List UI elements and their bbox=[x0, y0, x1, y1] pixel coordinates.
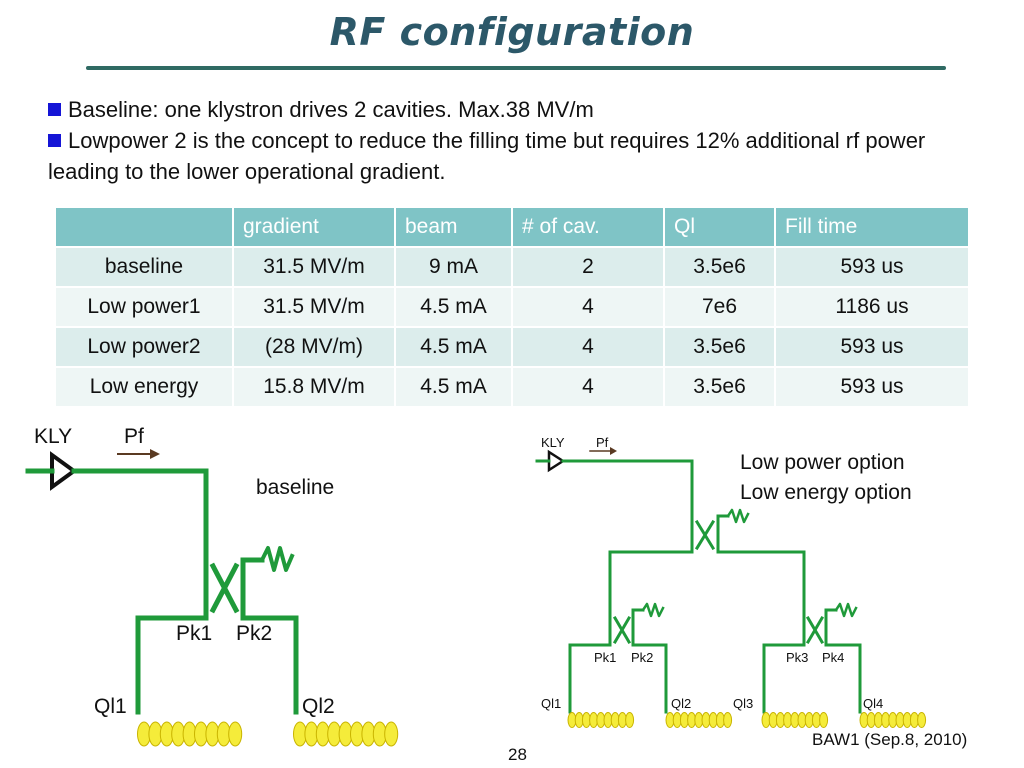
pk3-label: Pk3 bbox=[786, 650, 809, 665]
pk2-label: Pk2 bbox=[631, 650, 654, 665]
table-cell: 4 bbox=[513, 288, 663, 326]
rf-load-icon bbox=[641, 602, 665, 618]
cavity-cell bbox=[819, 712, 829, 728]
square-bullet-icon bbox=[48, 103, 61, 116]
table-cell: 3.5e6 bbox=[665, 368, 774, 406]
slide-title: RF configuration bbox=[329, 10, 695, 54]
table-cell: 4 bbox=[513, 368, 663, 406]
title-underline bbox=[86, 66, 946, 70]
table-cell: 31.5 MV/m bbox=[234, 288, 394, 326]
rf-load-icon bbox=[834, 602, 858, 618]
cavity-cell bbox=[917, 712, 927, 728]
table-cell: 593 us bbox=[776, 328, 968, 366]
table-cell: Low power2 bbox=[56, 328, 232, 366]
pk1-label: Pk1 bbox=[176, 622, 213, 645]
cavity-strings bbox=[137, 712, 927, 747]
ql1-label: Ql1 bbox=[94, 695, 127, 718]
rf-config-table: gradient beam # of cav. Ql Fill time bas… bbox=[54, 206, 970, 408]
baseline-caption: baseline bbox=[256, 476, 335, 499]
table-cell: 7e6 bbox=[665, 288, 774, 326]
table-cell: baseline bbox=[56, 248, 232, 286]
klystron-icon bbox=[547, 449, 566, 473]
pk4-label: Pk4 bbox=[822, 650, 845, 665]
pf-arrow-head-icon bbox=[610, 447, 617, 455]
hybrid-coupler-icon bbox=[612, 615, 632, 645]
pk1-label: Pk1 bbox=[594, 650, 617, 665]
table-cell: 9 mA bbox=[396, 248, 511, 286]
table-cell: Low power1 bbox=[56, 288, 232, 326]
rf-load-icon bbox=[726, 508, 750, 524]
table-cell: 4.5 mA bbox=[396, 368, 511, 406]
klystron-icon bbox=[50, 451, 78, 491]
table-row: Low energy 15.8 MV/m 4.5 mA 4 3.5e6 593 … bbox=[56, 368, 968, 406]
cavity-cell bbox=[384, 721, 399, 747]
table-header-cell: Ql bbox=[665, 208, 774, 246]
table-header-cell: gradient bbox=[234, 208, 394, 246]
low-power-caption: Low power option bbox=[740, 451, 905, 474]
table-row: Low power1 31.5 MV/m 4.5 mA 4 7e6 1186 u… bbox=[56, 288, 968, 326]
table-cell: 3.5e6 bbox=[665, 328, 774, 366]
footer-citation: BAW1 (Sep.8, 2010) bbox=[812, 730, 968, 749]
bullet-item: Baseline: one klystron drives 2 cavities… bbox=[48, 94, 988, 125]
cavity-cell bbox=[228, 721, 243, 747]
table-row: baseline 31.5 MV/m 9 mA 2 3.5e6 593 us bbox=[56, 248, 968, 286]
low-energy-caption: Low energy option bbox=[740, 481, 912, 504]
ql4-label: Ql4 bbox=[863, 696, 884, 711]
table-cell: 15.8 MV/m bbox=[234, 368, 394, 406]
ql1-label: Ql1 bbox=[541, 696, 562, 711]
table-header-cell bbox=[56, 208, 232, 246]
cavity-cell bbox=[625, 712, 635, 728]
ql2-label: Ql2 bbox=[671, 696, 692, 711]
page-number: 28 bbox=[508, 745, 527, 764]
table-cell: 31.5 MV/m bbox=[234, 248, 394, 286]
table-cell: Low energy bbox=[56, 368, 232, 406]
table-cell: (28 MV/m) bbox=[234, 328, 394, 366]
bullet-item: Lowpower 2 is the concept to reduce the … bbox=[48, 128, 926, 184]
hybrid-coupler-icon bbox=[209, 562, 240, 614]
pk2-label: Pk2 bbox=[236, 622, 273, 645]
ql3-label: Ql3 bbox=[733, 696, 754, 711]
cavity-cell bbox=[723, 712, 733, 728]
table-cell: 4.5 mA bbox=[396, 328, 511, 366]
hybrid-coupler-icon bbox=[694, 519, 716, 551]
table-cell: 593 us bbox=[776, 248, 968, 286]
square-bullet-icon bbox=[48, 134, 61, 147]
table-cell: 4 bbox=[513, 328, 663, 366]
pf-arrow-head-icon bbox=[150, 449, 160, 459]
table-cell: 4.5 mA bbox=[396, 288, 511, 326]
table-header-row: gradient beam # of cav. Ql Fill time bbox=[56, 208, 968, 246]
table-cell: 593 us bbox=[776, 368, 968, 406]
table-cell: 3.5e6 bbox=[665, 248, 774, 286]
ql2-label: Ql2 bbox=[302, 695, 335, 718]
pf-label: Pf bbox=[124, 425, 144, 448]
table-cell: 2 bbox=[513, 248, 663, 286]
baseline-diagram bbox=[25, 449, 299, 715]
pf-label: Pf bbox=[596, 435, 609, 450]
table-header-cell: # of cav. bbox=[513, 208, 663, 246]
bullet-list: Baseline: one klystron drives 2 cavities… bbox=[48, 94, 988, 187]
rf-load-icon bbox=[259, 546, 295, 572]
table-header-cell: beam bbox=[396, 208, 511, 246]
table-cell: 1186 us bbox=[776, 288, 968, 326]
table-header-cell: Fill time bbox=[776, 208, 968, 246]
klystron-label: KLY bbox=[541, 435, 565, 450]
table-row: Low power2 (28 MV/m) 4.5 mA 4 3.5e6 593 … bbox=[56, 328, 968, 366]
klystron-label: KLY bbox=[34, 425, 73, 448]
low-power-diagram bbox=[535, 447, 862, 714]
hybrid-coupler-icon bbox=[805, 615, 825, 645]
